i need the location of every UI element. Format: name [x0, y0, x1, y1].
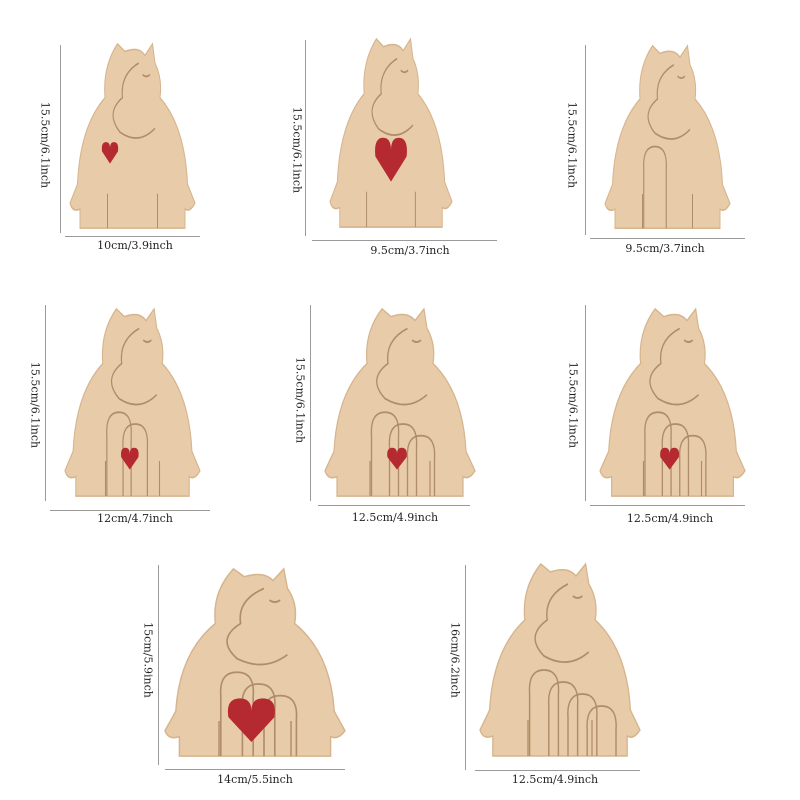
width-dimension-line [165, 769, 345, 770]
leg-line [366, 191, 416, 228]
cut-line [371, 57, 414, 136]
heart-icon [101, 142, 119, 164]
bear-silhouette [69, 42, 196, 229]
bear-silhouette [164, 567, 346, 757]
height-label: 15.5cm/6.1inch [28, 361, 42, 449]
width-label: 12.5cm/4.9inch [626, 512, 714, 525]
cub-outline [586, 705, 617, 756]
height-label: 15.5cm/6.1inch [290, 106, 304, 194]
height-label: 15.5cm/6.1inch [565, 101, 579, 189]
height-dimension-line [465, 565, 466, 770]
bear-puzzle-image [329, 37, 453, 228]
cub-outline [406, 434, 436, 497]
cub-outline [122, 423, 149, 497]
height-dimension-line [585, 305, 586, 501]
leg-line [527, 720, 593, 756]
cub-outline [644, 411, 672, 497]
bear-silhouette [599, 307, 746, 497]
leg-line [642, 461, 703, 497]
cub-outline [567, 693, 598, 756]
cut-line [649, 327, 699, 406]
cub-outline [547, 681, 579, 756]
height-label: 15cm/5.9inch [141, 622, 155, 698]
cub-outline [661, 423, 690, 497]
height-label: 15.5cm/6.1inch [566, 361, 580, 449]
width-label: 9.5cm/3.7inch [625, 242, 705, 255]
width-label: 12.5cm/4.9inch [351, 511, 439, 524]
leg-line [218, 721, 292, 757]
width-dimension-line [318, 505, 470, 506]
bear-silhouette [324, 307, 476, 497]
cut-line [226, 587, 288, 666]
height-dimension-line [585, 45, 586, 235]
cut-line [647, 64, 691, 140]
cub-outline [678, 434, 707, 497]
bear-puzzle-image [69, 42, 196, 229]
bear-puzzle-image [604, 44, 731, 229]
width-label: 14cm/5.5inch [217, 773, 293, 786]
cut-line [112, 62, 156, 139]
width-dimension-line [590, 505, 745, 506]
leg-line [642, 194, 693, 229]
heart-icon [120, 447, 139, 470]
heart-icon [227, 698, 275, 743]
width-label: 12cm/4.7inch [97, 512, 173, 525]
width-label: 10cm/3.9inch [97, 239, 173, 252]
heart-icon [375, 137, 407, 182]
width-dimension-line [590, 238, 745, 239]
bear-puzzle-image [599, 307, 746, 497]
cut-line [110, 327, 158, 406]
width-dimension-line [50, 510, 210, 511]
bear-silhouette [604, 44, 731, 229]
leg-line [104, 461, 161, 497]
bear-silhouette [329, 37, 453, 228]
heart-icon [660, 447, 680, 470]
cub-outline [528, 669, 560, 756]
bear-puzzle-image [164, 567, 346, 757]
heart-icon [387, 447, 407, 470]
cub-outline [643, 145, 667, 229]
bear-silhouette [64, 307, 201, 497]
cub-outline [370, 411, 400, 497]
height-dimension-line [305, 40, 306, 236]
height-dimension-line [45, 305, 46, 501]
cub-outline [219, 671, 255, 757]
width-dimension-line [312, 240, 497, 241]
width-dimension-line [65, 236, 200, 237]
height-dimension-line [310, 305, 311, 501]
height-label: 15.5cm/6.1inch [293, 356, 307, 444]
cub-outline [388, 423, 418, 497]
width-dimension-line [475, 770, 640, 771]
height-label: 16cm/6.2inch [448, 622, 462, 698]
cub-outline [106, 411, 132, 497]
width-label: 12.5cm/4.9inch [511, 773, 599, 786]
width-label: 9.5cm/3.7inch [370, 244, 450, 257]
bear-silhouette [479, 562, 641, 757]
leg-line [369, 461, 431, 497]
height-label: 15.5cm/6.1inch [38, 101, 52, 189]
bear-puzzle-image [324, 307, 476, 497]
bear-puzzle-image [479, 562, 641, 757]
height-dimension-line [158, 565, 159, 765]
height-dimension-line [60, 45, 61, 233]
bear-puzzle-image [64, 307, 201, 497]
leg-line [107, 193, 158, 229]
cut-line [534, 583, 590, 663]
cut-line [376, 327, 428, 406]
